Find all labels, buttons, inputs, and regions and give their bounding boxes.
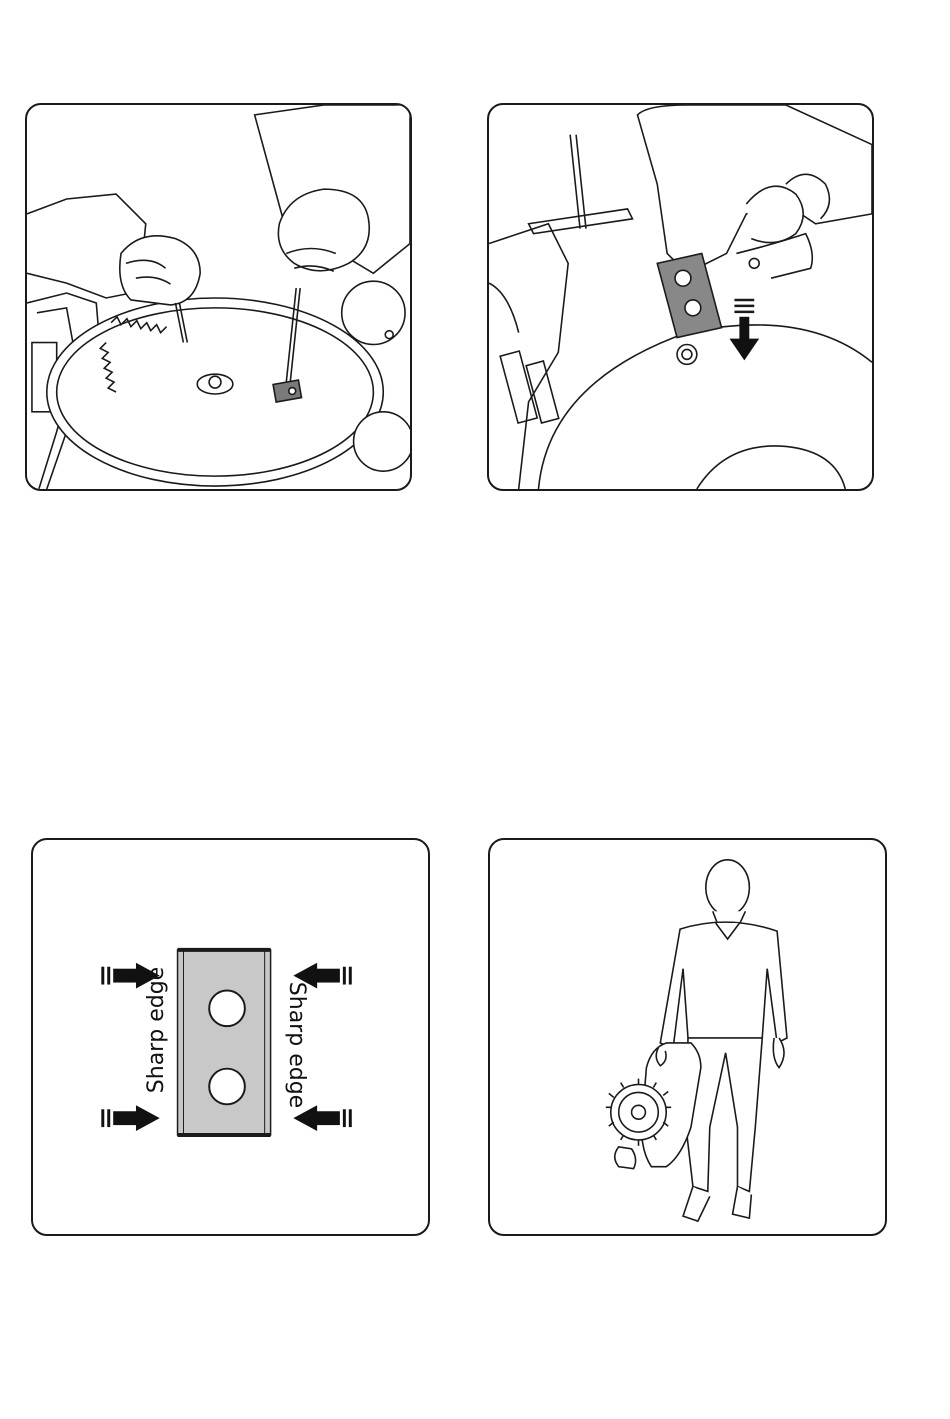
illustration-panel-blade-insertion (487, 103, 874, 491)
illustration-panel-blade-removal (25, 103, 412, 491)
illustration-panel-blade-diagram (31, 838, 430, 1236)
sharp-edge-label-left: Sharp edge (146, 967, 168, 1093)
sharp-edge-label-right: Sharp edge (285, 982, 307, 1108)
blade-insertion-illustration (489, 105, 872, 489)
carrying-mower-illustration (490, 840, 885, 1234)
blade-diagram-illustration (33, 840, 428, 1234)
screwdriver-blade-removal-illustration (27, 105, 410, 489)
illustration-panel-carrying (488, 838, 887, 1236)
